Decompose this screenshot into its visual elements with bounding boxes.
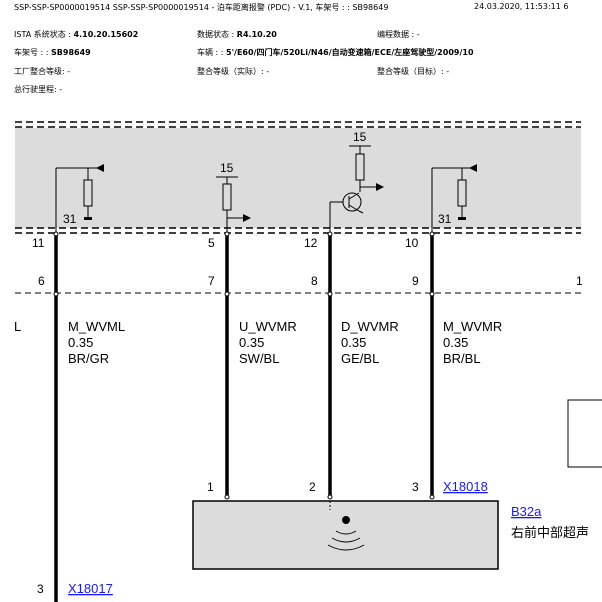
arrow-left-icon: [469, 164, 477, 172]
ultrasonic-sensor-icon: [327, 516, 365, 551]
bottom-pin-number: 3: [37, 582, 44, 596]
vin-label: 车架号 : :: [14, 48, 49, 57]
pin-marker: [224, 494, 230, 500]
pin-number: 10: [405, 236, 419, 250]
pin-number: 11: [32, 236, 45, 250]
pin-number: 6: [38, 274, 45, 288]
pin-marker: [327, 291, 333, 297]
arrow-left-icon: [96, 164, 104, 172]
wire-name: M_WVML: [68, 319, 125, 334]
wire-name: D_WVMR: [341, 319, 399, 334]
data-status-label: 数据状态 :: [197, 30, 235, 39]
circuit-supply: [216, 176, 243, 233]
wire-name: M_WVMR: [443, 319, 502, 334]
document-title: SSP-SSP-SP0000019514 SSP-SSP-SP000001951…: [14, 3, 389, 12]
supply-label: 15: [220, 161, 234, 175]
component-ref-link[interactable]: B32a: [511, 504, 542, 519]
programming-data: 编程数据 : -: [377, 30, 420, 39]
pin-marker: [429, 494, 435, 500]
wire-color: BR/GR: [68, 351, 109, 366]
adjacent-component-edge: [567, 399, 602, 468]
arrow-right-icon: [376, 183, 384, 191]
ultrasonic-sensor-box: [192, 500, 499, 570]
factory-integration: 工厂整合等级: -: [14, 67, 71, 76]
vehicle-field: 车辆 : : 5'/E60/四门车/520Li/N46/自动变速箱/ECE/左座…: [197, 47, 474, 58]
connector-pin-number: 1: [207, 480, 214, 494]
wire-label-fragment: L: [14, 319, 21, 334]
pin-number: 1: [576, 274, 583, 288]
arrow-right-icon: [243, 214, 251, 222]
pin-number: 9: [412, 274, 419, 288]
wire-color: SW/BL: [239, 351, 279, 366]
vin-field: 车架号 : : SB98649: [14, 47, 91, 58]
ista-status-value: 4.10.20.15602: [73, 30, 139, 39]
ground-label: 31: [63, 212, 77, 226]
ista-status: ISTA 系统状态 : 4.10.20.15602: [14, 29, 138, 40]
component-name: 右前中部超声: [511, 525, 589, 540]
wire-size: 0.35: [341, 335, 366, 350]
bottom-connector-link[interactable]: X18017: [68, 581, 113, 596]
ground-label: 31: [438, 212, 452, 226]
transistor-supply-label: 15: [353, 130, 367, 144]
connector-pin-number: 3: [412, 480, 419, 494]
pin-marker: [429, 231, 435, 237]
vin-value: SB98649: [51, 48, 91, 57]
data-status-value: R4.10.20: [236, 30, 277, 39]
control-unit-area: [15, 128, 581, 228]
wire-size: 0.35: [239, 335, 264, 350]
pin-marker: [53, 291, 59, 297]
pin-number: 8: [311, 274, 318, 288]
wire-color: BR/BL: [443, 351, 481, 366]
ground-icon: [84, 217, 92, 220]
pin-marker: [224, 231, 230, 237]
circuit-transistor: [329, 145, 376, 233]
pin-marker: [327, 231, 333, 237]
pin-number: 12: [304, 236, 318, 250]
wire-size: 0.35: [443, 335, 468, 350]
connector-pin-number: 2: [309, 480, 316, 494]
ground-icon: [458, 217, 466, 220]
ista-status-label: ISTA 系统状态 :: [14, 30, 71, 39]
mileage: 总行驶里程: -: [14, 85, 63, 94]
wire-size: 0.35: [68, 335, 93, 350]
pin-marker: [53, 231, 59, 237]
integration-actual: 整合等级（实际）: -: [197, 67, 270, 76]
vehicle-label: 车辆 : :: [197, 48, 224, 57]
wire-name: U_WVMR: [239, 319, 297, 334]
vehicle-value: 5'/E60/四门车/520Li/N46/自动变速箱/ECE/左座驾驶型/200…: [226, 48, 474, 57]
timestamp: 24.03.2020, 11:53:11 6: [474, 2, 569, 11]
data-status: 数据状态 : R4.10.20: [197, 29, 277, 40]
wire-color: GE/BL: [341, 351, 379, 366]
pin-number: 5: [208, 236, 215, 250]
pin-marker: [327, 494, 333, 500]
integration-target: 整合等级（目标）: -: [377, 67, 450, 76]
pin-number: 7: [208, 274, 215, 288]
connector-ref-link[interactable]: X18018: [443, 479, 488, 494]
pin-marker: [224, 291, 230, 297]
pin-marker: [429, 291, 435, 297]
